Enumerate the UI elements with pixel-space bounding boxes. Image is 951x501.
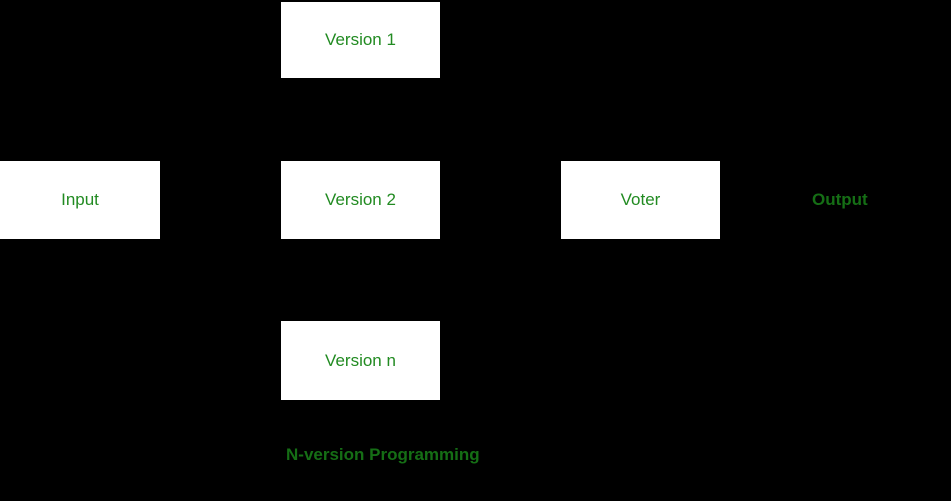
diagram-caption: N-version Programming bbox=[286, 445, 480, 464]
version-2-label: Version 2 bbox=[325, 190, 396, 209]
voter-label: Voter bbox=[620, 190, 661, 209]
input-box: Input bbox=[0, 161, 160, 239]
version-n-box: Version n bbox=[281, 321, 440, 400]
voter-box: Voter bbox=[561, 161, 720, 239]
input-label: Input bbox=[61, 190, 99, 209]
version-1-box: Version 1 bbox=[281, 2, 440, 78]
output-label: Output bbox=[812, 190, 868, 209]
version-n-label: Version n bbox=[325, 350, 396, 370]
version-1-label: Version 1 bbox=[325, 30, 396, 49]
version-2-box: Version 2 bbox=[281, 161, 440, 239]
